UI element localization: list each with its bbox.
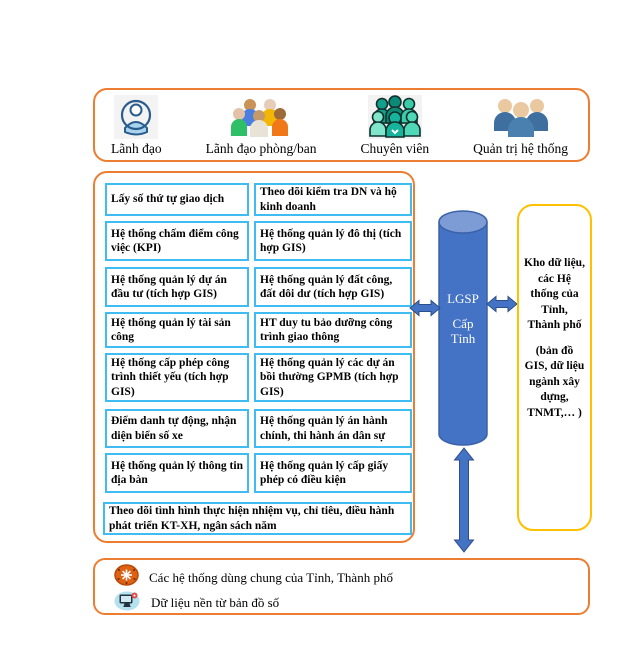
system-box-label: Hệ thống quản lý cấp giấy phép có điều k…	[260, 459, 389, 486]
system-box: Hệ thống quản lý tài sản công	[105, 312, 249, 348]
user-roles-panel: Lãnh đạo Lãnh đạo phòng/ban	[93, 88, 590, 162]
system-box-label: Hệ thống quản lý thông tin địa bàn	[111, 459, 243, 486]
legend-panel: Các hệ thống dùng chung của Tỉnh, Thành …	[93, 558, 590, 615]
legend-label: Dữ liệu nền từ bản đồ số	[151, 594, 280, 610]
legend-label: Các hệ thống dùng chung của Tỉnh, Thành …	[149, 569, 393, 585]
system-box-label: Hệ thống quản lý án hành chính, thi hành…	[260, 415, 388, 442]
system-box: HT duy tu bảo dưỡng công trình giao thôn…	[254, 312, 412, 348]
system-box-label: Hệ thống quản lý đất công, đất dôi dư (t…	[260, 273, 393, 300]
system-box-label: Hệ thống quản lý các dự án bồi thường GP…	[260, 356, 399, 398]
system-box-label: Hệ thống quản lý tài sản công	[111, 316, 231, 343]
system-box: Theo dõi kiểm tra DN và hộ kinh doanh	[254, 183, 412, 216]
system-box: Hệ thống chấm điểm công việc (KPI)	[105, 221, 249, 261]
role-label: Lãnh đạo	[111, 141, 162, 156]
system-admins-icon	[489, 95, 553, 139]
role-specialists: Chuyên viên	[360, 95, 430, 157]
system-box: Hệ thống quản lý các dự án bồi thường GP…	[254, 353, 412, 402]
shared-systems-icon	[114, 564, 139, 591]
role-label: Chuyên viên	[360, 141, 430, 156]
arrow-hub-warehouse	[486, 294, 518, 319]
leader-icon	[114, 95, 159, 139]
system-box-label: Hệ thống chấm điểm công việc (KPI)	[111, 227, 239, 254]
system-box: Hệ thống quản lý đất công, đất dôi dư (t…	[254, 267, 412, 307]
system-box: Hệ thống quản lý thông tin địa bàn	[105, 453, 249, 493]
arrow-systems-hub	[409, 298, 441, 323]
system-box: Hệ thống quản lý cấp giấy phép có điều k…	[254, 453, 412, 493]
system-box: Hệ thống quản lý đô thị (tích hợp GIS)	[254, 221, 412, 261]
lgsp-hub-cylinder	[438, 210, 488, 446]
system-box-label: Hệ thống quản lý dự án đầu tư (tích hợp …	[111, 273, 227, 300]
system-box-label: Điểm danh tự động, nhận diện biển số xe	[111, 415, 237, 442]
shared-systems-panel: Lấy số thứ tự giao dịch Hệ thống chấm đi…	[93, 171, 415, 543]
system-box-label: Hệ thống quản lý đô thị (tích hợp GIS)	[260, 227, 402, 254]
system-box: Lấy số thứ tự giao dịch	[105, 183, 249, 216]
system-box: Hệ thống quản lý án hành chính, thi hành…	[254, 409, 412, 448]
system-box-label: Hệ thống cấp phép công trình thiết yếu (…	[111, 356, 230, 398]
department-leaders-icon	[230, 95, 292, 139]
system-box-full-width: Theo dõi tình hình thực hiện nhiệm vụ, c…	[103, 502, 412, 535]
system-box: Hệ thống quản lý dự án đầu tư (tích hợp …	[105, 267, 249, 307]
role-label: Lãnh đạo phòng/ban	[205, 141, 317, 156]
role-leader: Lãnh đạo	[111, 95, 162, 157]
specialists-icon	[367, 95, 422, 139]
system-box-label: Theo dõi tình hình thực hiện nhiệm vụ, c…	[109, 505, 395, 532]
digital-map-data-icon	[114, 589, 141, 616]
system-box: Hệ thống cấp phép công trình thiết yếu (…	[105, 353, 249, 402]
system-box-label: Lấy số thứ tự giao dịch	[111, 193, 225, 206]
warehouse-text: Kho dữ liệu, các Hệ thống của Tỉnh, Thàn…	[524, 257, 585, 332]
legend-item-shared-systems: Các hệ thống dùng chung của Tỉnh, Thành …	[114, 564, 578, 591]
data-warehouse-panel: Kho dữ liệu, các Hệ thống của Tỉnh, Thàn…	[517, 204, 592, 531]
system-box: Điểm danh tự động, nhận diện biển số xe	[105, 409, 249, 448]
legend-item-digital-map: Dữ liệu nền từ bản đồ số	[114, 590, 578, 615]
warehouse-subtext: (bản đồ GIS, dữ liệu ngành xây dựng, TNM…	[524, 344, 585, 419]
system-box-label: HT duy tu bảo dưỡng công trình giao thôn…	[260, 316, 393, 343]
role-system-admins: Quản trị hệ thống	[473, 95, 568, 157]
system-box-label: Theo dõi kiểm tra DN và hộ kinh doanh	[260, 186, 397, 213]
role-department-leaders: Lãnh đạo phòng/ban	[206, 95, 317, 157]
arrow-hub-legend	[452, 447, 476, 558]
role-label: Quản trị hệ thống	[473, 141, 568, 156]
